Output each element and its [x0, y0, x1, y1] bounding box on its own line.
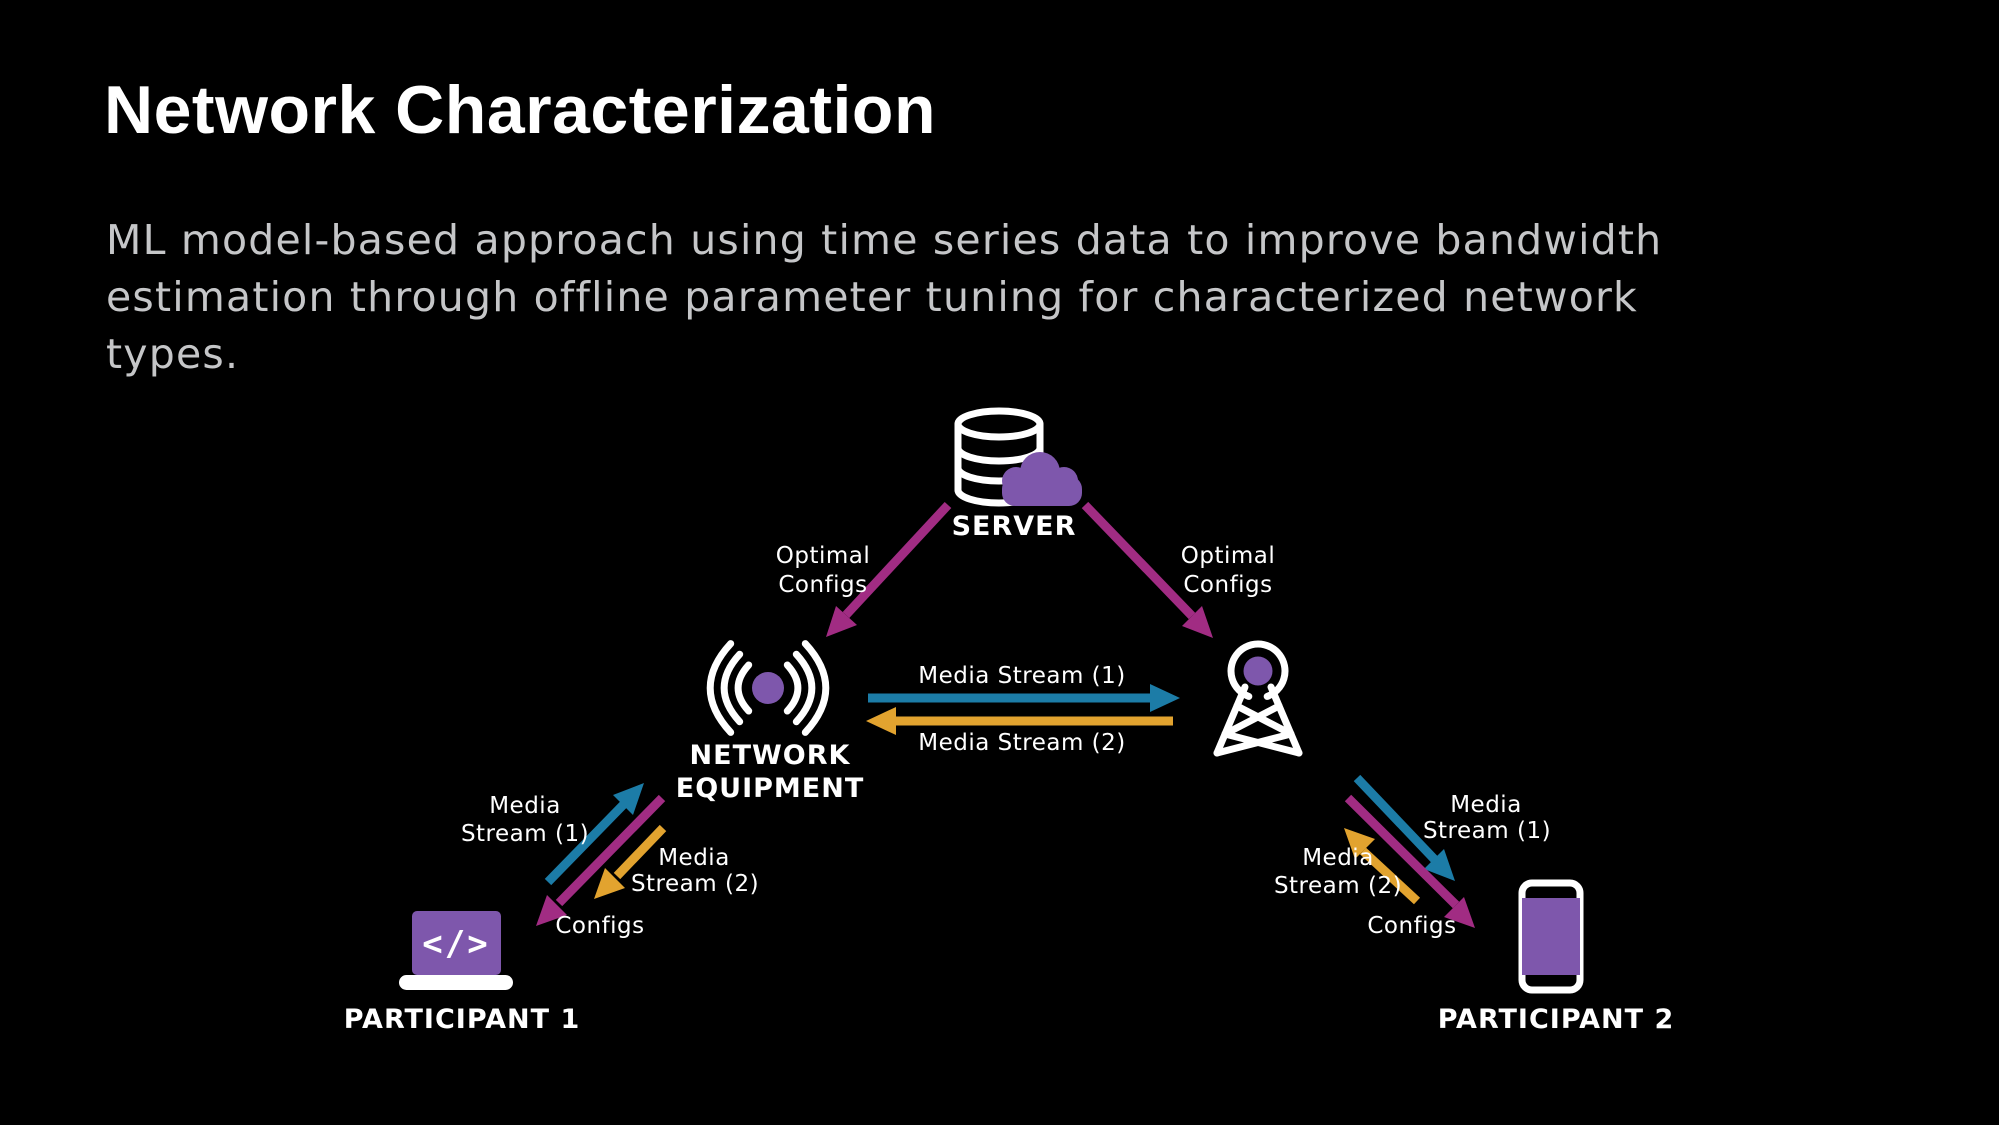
arrowhead: [1344, 828, 1375, 859]
network-equipment-label-line2: EQUIPMENT: [676, 773, 864, 804]
arrowhead: [1182, 606, 1213, 638]
svg-text:Configs: Configs: [778, 572, 867, 598]
server-label: SERVER: [952, 511, 1077, 542]
media-stream-2-arrow-right: [1344, 828, 1421, 905]
code-icon: </>: [422, 924, 489, 964]
signal-dot: [752, 672, 784, 704]
media-stream-2-label-center: Media Stream (2): [918, 730, 1126, 756]
svg-text:Media: Media: [1450, 792, 1522, 818]
network-equipment-node: NETWORK EQUIPMENT: [676, 640, 864, 804]
subtitle-line-3: types.: [106, 330, 240, 378]
configs-label-left: Configs: [555, 913, 644, 939]
media-stream-1-arrow-left: [544, 783, 644, 886]
svg-text:Media: Media: [1302, 845, 1374, 871]
subtitle-line-2: estimation through offline parameter tun…: [106, 273, 1638, 321]
media-stream-2-arrow-left: [594, 824, 667, 899]
media-stream-2-label-left: Media Stream (2): [631, 845, 759, 897]
laptop-base: [399, 975, 513, 990]
slide-subtitle: ML model-based approach using time serie…: [106, 212, 1662, 383]
configs-arrow-left: [536, 794, 666, 926]
optimal-configs-arrow-right: [1081, 501, 1213, 638]
cloud-icon: [1002, 452, 1082, 506]
media-stream-1-label-center: Media Stream (1): [918, 663, 1126, 689]
network-equipment-label-line1: NETWORK: [690, 740, 851, 771]
subtitle-line-1: ML model-based approach using time serie…: [106, 216, 1663, 264]
cell-tower-node: [1213, 640, 1303, 757]
laptop-icon: </>: [399, 911, 513, 990]
page-title: Network Characterization: [104, 72, 936, 148]
svg-text:Stream (1): Stream (1): [1423, 818, 1551, 844]
participant2-label: PARTICIPANT 2: [1438, 1004, 1675, 1035]
arrowhead: [536, 895, 567, 926]
participant1-node: </> PARTICIPANT 1: [344, 911, 581, 1035]
svg-text:Optimal: Optimal: [776, 543, 871, 569]
arrowhead: [1424, 849, 1455, 881]
configs-arrow-right: [1344, 794, 1475, 928]
svg-text:Stream (2): Stream (2): [1274, 873, 1402, 899]
arrowhead: [1150, 684, 1180, 712]
arrowhead: [594, 868, 625, 899]
phone-icon: [1518, 879, 1584, 994]
arrowhead: [613, 783, 644, 815]
svg-text:Stream (1): Stream (1): [461, 821, 589, 847]
optimal-configs-arrow-left: [826, 501, 952, 637]
media-stream-2-arrow-center: [866, 707, 1173, 735]
media-stream-1-arrow-center: [868, 684, 1180, 712]
svg-text:Media: Media: [489, 793, 561, 819]
arrowhead: [866, 707, 896, 735]
arrowhead: [826, 606, 857, 637]
svg-text:Optimal: Optimal: [1181, 543, 1276, 569]
media-stream-1-label-left: Media Stream (1): [461, 793, 589, 847]
participant2-node: PARTICIPANT 2: [1438, 879, 1675, 1035]
arrowhead: [1444, 897, 1475, 928]
wireless-signal-icon: [706, 640, 830, 736]
svg-text:Configs: Configs: [1183, 572, 1272, 598]
phone-screen: [1522, 898, 1580, 975]
svg-text:Media: Media: [658, 845, 730, 871]
configs-label-right: Configs: [1367, 913, 1456, 939]
laptop-screen: [412, 911, 501, 975]
media-stream-2-label-right: Media Stream (2): [1274, 845, 1402, 899]
participant1-label: PARTICIPANT 1: [344, 1004, 581, 1035]
svg-text:Stream (2): Stream (2): [631, 871, 759, 897]
antenna-dot: [1243, 656, 1273, 686]
server-node: SERVER: [952, 407, 1082, 542]
cell-tower-icon: [1213, 640, 1303, 757]
media-stream-1-arrow-right: [1353, 774, 1455, 881]
optimal-configs-label-right: Optimal Configs: [1181, 543, 1276, 598]
optimal-configs-label-left: Optimal Configs: [776, 543, 871, 598]
media-stream-1-label-right: Media Stream (1): [1423, 792, 1551, 844]
